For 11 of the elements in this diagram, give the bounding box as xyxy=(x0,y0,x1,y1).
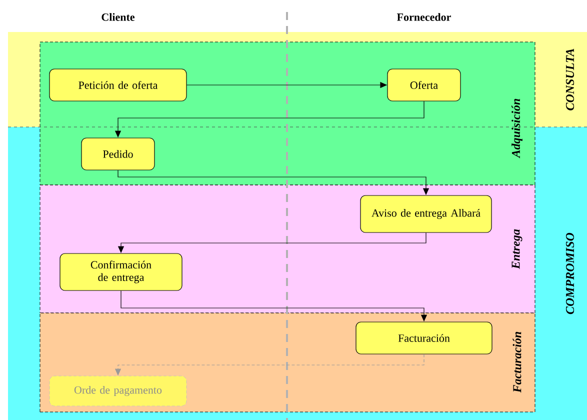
process-box: Orde de pagamento xyxy=(49,376,187,406)
process-box: Oferta xyxy=(387,68,461,102)
band-label: COMPROMISO xyxy=(566,232,574,314)
process-box: Petición de oferta xyxy=(49,68,187,102)
process-box: Aviso de entrega Albará xyxy=(360,195,492,233)
column-heading: Fornecedor xyxy=(397,13,451,21)
process-box: Pedido xyxy=(81,138,155,170)
process-box: Confirmación de entrega xyxy=(60,253,182,291)
column-heading: Cliente xyxy=(102,13,135,21)
band-label: CONSULTA xyxy=(566,48,574,110)
process-box: Facturación xyxy=(356,322,492,354)
